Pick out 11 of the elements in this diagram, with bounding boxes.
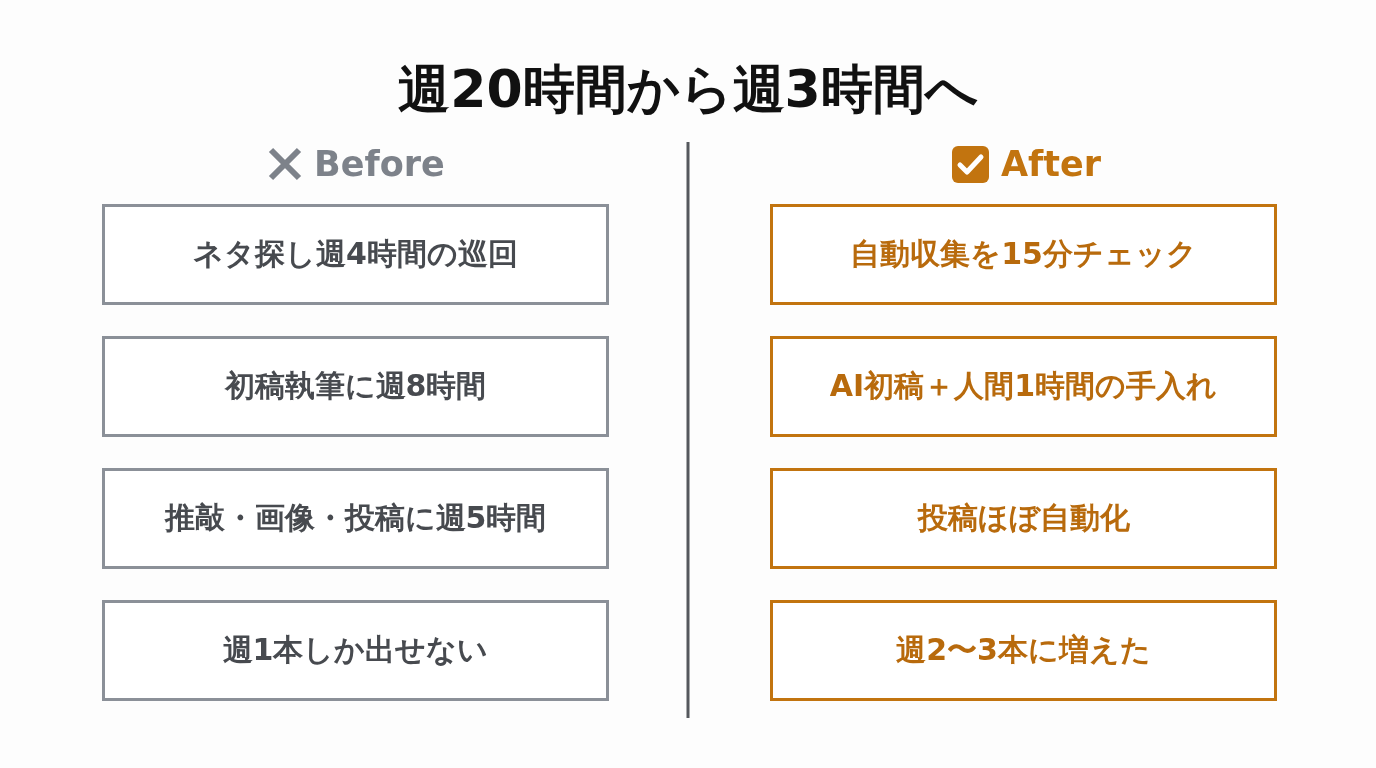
- title: 週20時間から週3時間へ: [397, 58, 979, 121]
- text-box: 自動収集を15分チェック: [770, 204, 1277, 305]
- text-box: 週1本しか出せない: [102, 600, 609, 701]
- text-box: 推敲・画像・投稿に週5時間: [102, 468, 609, 569]
- text-box: AI初稿＋人間1時間の手入れ: [770, 336, 1277, 437]
- text-box: 投稿ほぼ自動化: [770, 468, 1277, 569]
- text-box: 初稿執筆に週8時間: [102, 336, 609, 437]
- column-heading: Before: [314, 143, 445, 186]
- text-box: 週2〜3本に増えた: [770, 600, 1277, 701]
- column-heading: After: [1001, 143, 1102, 186]
- text-box: ネタ探し週4時間の巡回: [102, 204, 609, 305]
